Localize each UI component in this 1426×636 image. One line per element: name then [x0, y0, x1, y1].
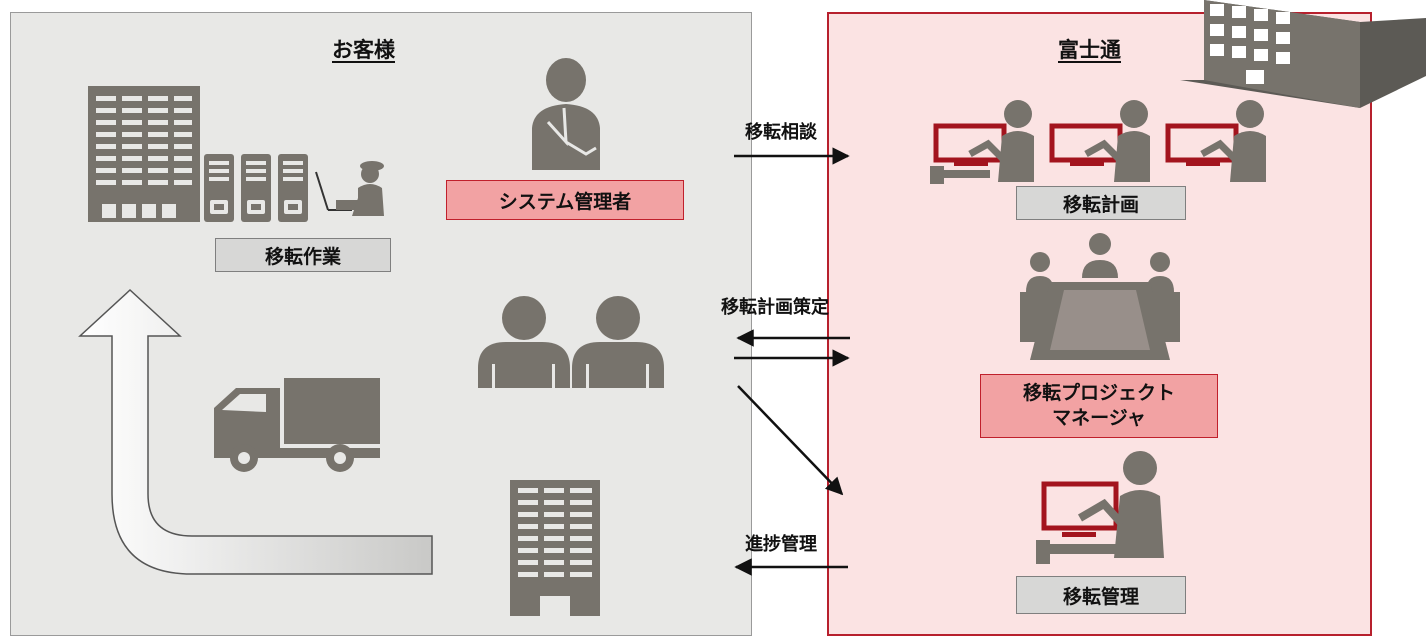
relocation-plan-label: 移転計画	[1016, 186, 1186, 220]
system-admin-label: システム管理者	[446, 180, 684, 220]
relocation-management-label: 移転管理	[1016, 576, 1186, 614]
relocation-pm-line2: マネージャ	[1052, 407, 1146, 429]
destination-building-icon	[510, 480, 600, 616]
diagonal-arrow	[737, 385, 844, 496]
plan-formulation-arrow-label: 移転計画策定	[721, 297, 829, 318]
worker-laptop-icon	[315, 161, 384, 216]
two-people-icon	[478, 296, 664, 388]
fujitsu-building-icon	[1180, 0, 1426, 108]
meeting-table-icon	[1020, 233, 1180, 360]
thinking-person-icon	[532, 58, 600, 170]
relocation-pm-line1: 移転プロジェクト	[1022, 382, 1175, 405]
consultation-arrow-label: 移転相談	[745, 122, 817, 143]
curved-up-arrow-icon	[78, 288, 433, 575]
operators-icon	[930, 100, 1266, 184]
server-rack-icon	[204, 154, 308, 222]
relocation-pm-label: 移転プロジェクト マネージャ	[980, 374, 1218, 438]
operator-icon	[1036, 451, 1164, 564]
office-building-icon	[88, 86, 200, 222]
progress-management-arrow-label: 進捗管理	[745, 534, 817, 555]
fujitsu-title: 富士通	[1058, 38, 1121, 62]
customer-title: お客様	[332, 38, 395, 62]
truck-icon	[214, 378, 380, 472]
relocation-work-label: 移転作業	[215, 238, 391, 272]
